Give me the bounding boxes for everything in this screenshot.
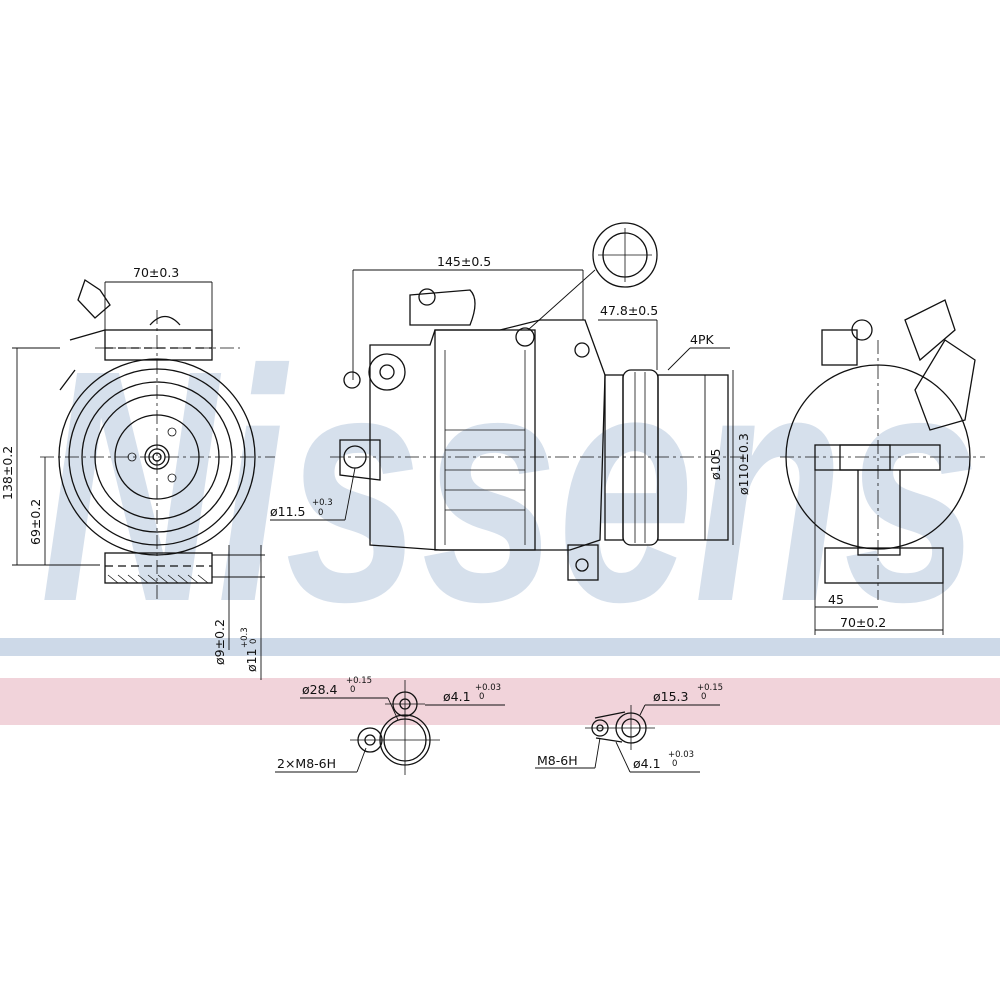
front-bore-dim: ø11 +0.3 0 — [240, 627, 259, 672]
pink-band — [0, 678, 1000, 725]
svg-text:ø28.4: ø28.4 — [302, 682, 338, 697]
svg-text:0: 0 — [479, 692, 484, 702]
pulley-outer-dim: ø110±0.3 — [736, 433, 751, 495]
side-view — [270, 222, 745, 581]
svg-text:+0.15: +0.15 — [346, 676, 372, 686]
svg-text:ø4.1: ø4.1 — [633, 756, 661, 771]
svg-text:+0.03: +0.03 — [475, 683, 501, 693]
rear-offset-dim: 45 — [828, 592, 844, 607]
svg-text:0: 0 — [701, 692, 706, 702]
svg-text:0: 0 — [249, 639, 259, 644]
rear-width-dim: 70±0.2 — [840, 615, 886, 630]
blue-band — [0, 638, 1000, 656]
svg-text:ø11.5: ø11.5 — [270, 504, 305, 519]
right-pin-dim: ø4.1 +0.03 0 — [633, 750, 694, 771]
pulley-inner-dim: ø105 — [708, 448, 723, 480]
right-port-dim: ø15.3 +0.15 0 — [653, 683, 723, 704]
svg-text:+0.3: +0.3 — [240, 627, 250, 648]
svg-text:0: 0 — [672, 759, 677, 769]
side-length-dim: 145±0.5 — [437, 254, 491, 269]
svg-text:ø11: ø11 — [244, 648, 259, 672]
svg-text:ø4.1: ø4.1 — [443, 689, 471, 704]
rear-view — [780, 299, 985, 635]
svg-text:+0.03: +0.03 — [668, 750, 694, 760]
left-thread-label: 2×M8-6H — [277, 756, 336, 771]
front-hole-dim: ø9±0.2 — [212, 619, 227, 665]
pulley-offset-dim: 47.8±0.5 — [600, 303, 658, 318]
right-thread-label: M8-6H — [537, 753, 578, 768]
left-port-dim: ø28.4 +0.15 0 — [302, 676, 372, 697]
svg-text:0: 0 — [350, 685, 355, 695]
front-center-dim: 69±0.2 — [28, 499, 43, 545]
watermark-logo: Nissens — [40, 301, 980, 670]
svg-text:+0.3: +0.3 — [312, 498, 333, 508]
svg-text:ø15.3: ø15.3 — [653, 689, 688, 704]
mount-hole-dim: ø11.5 +0.3 0 — [270, 498, 333, 519]
front-width-dim: 70±0.3 — [133, 265, 179, 280]
svg-text:+0.15: +0.15 — [697, 683, 723, 693]
front-view — [12, 278, 275, 680]
port-detail-left — [275, 680, 505, 775]
front-height-dim: 138±0.2 — [0, 446, 15, 500]
svg-text:0: 0 — [318, 508, 323, 518]
belt-label: 4PK — [690, 332, 714, 347]
left-pin-dim: ø4.1 +0.03 0 — [443, 683, 501, 704]
port-detail-right — [535, 704, 720, 773]
